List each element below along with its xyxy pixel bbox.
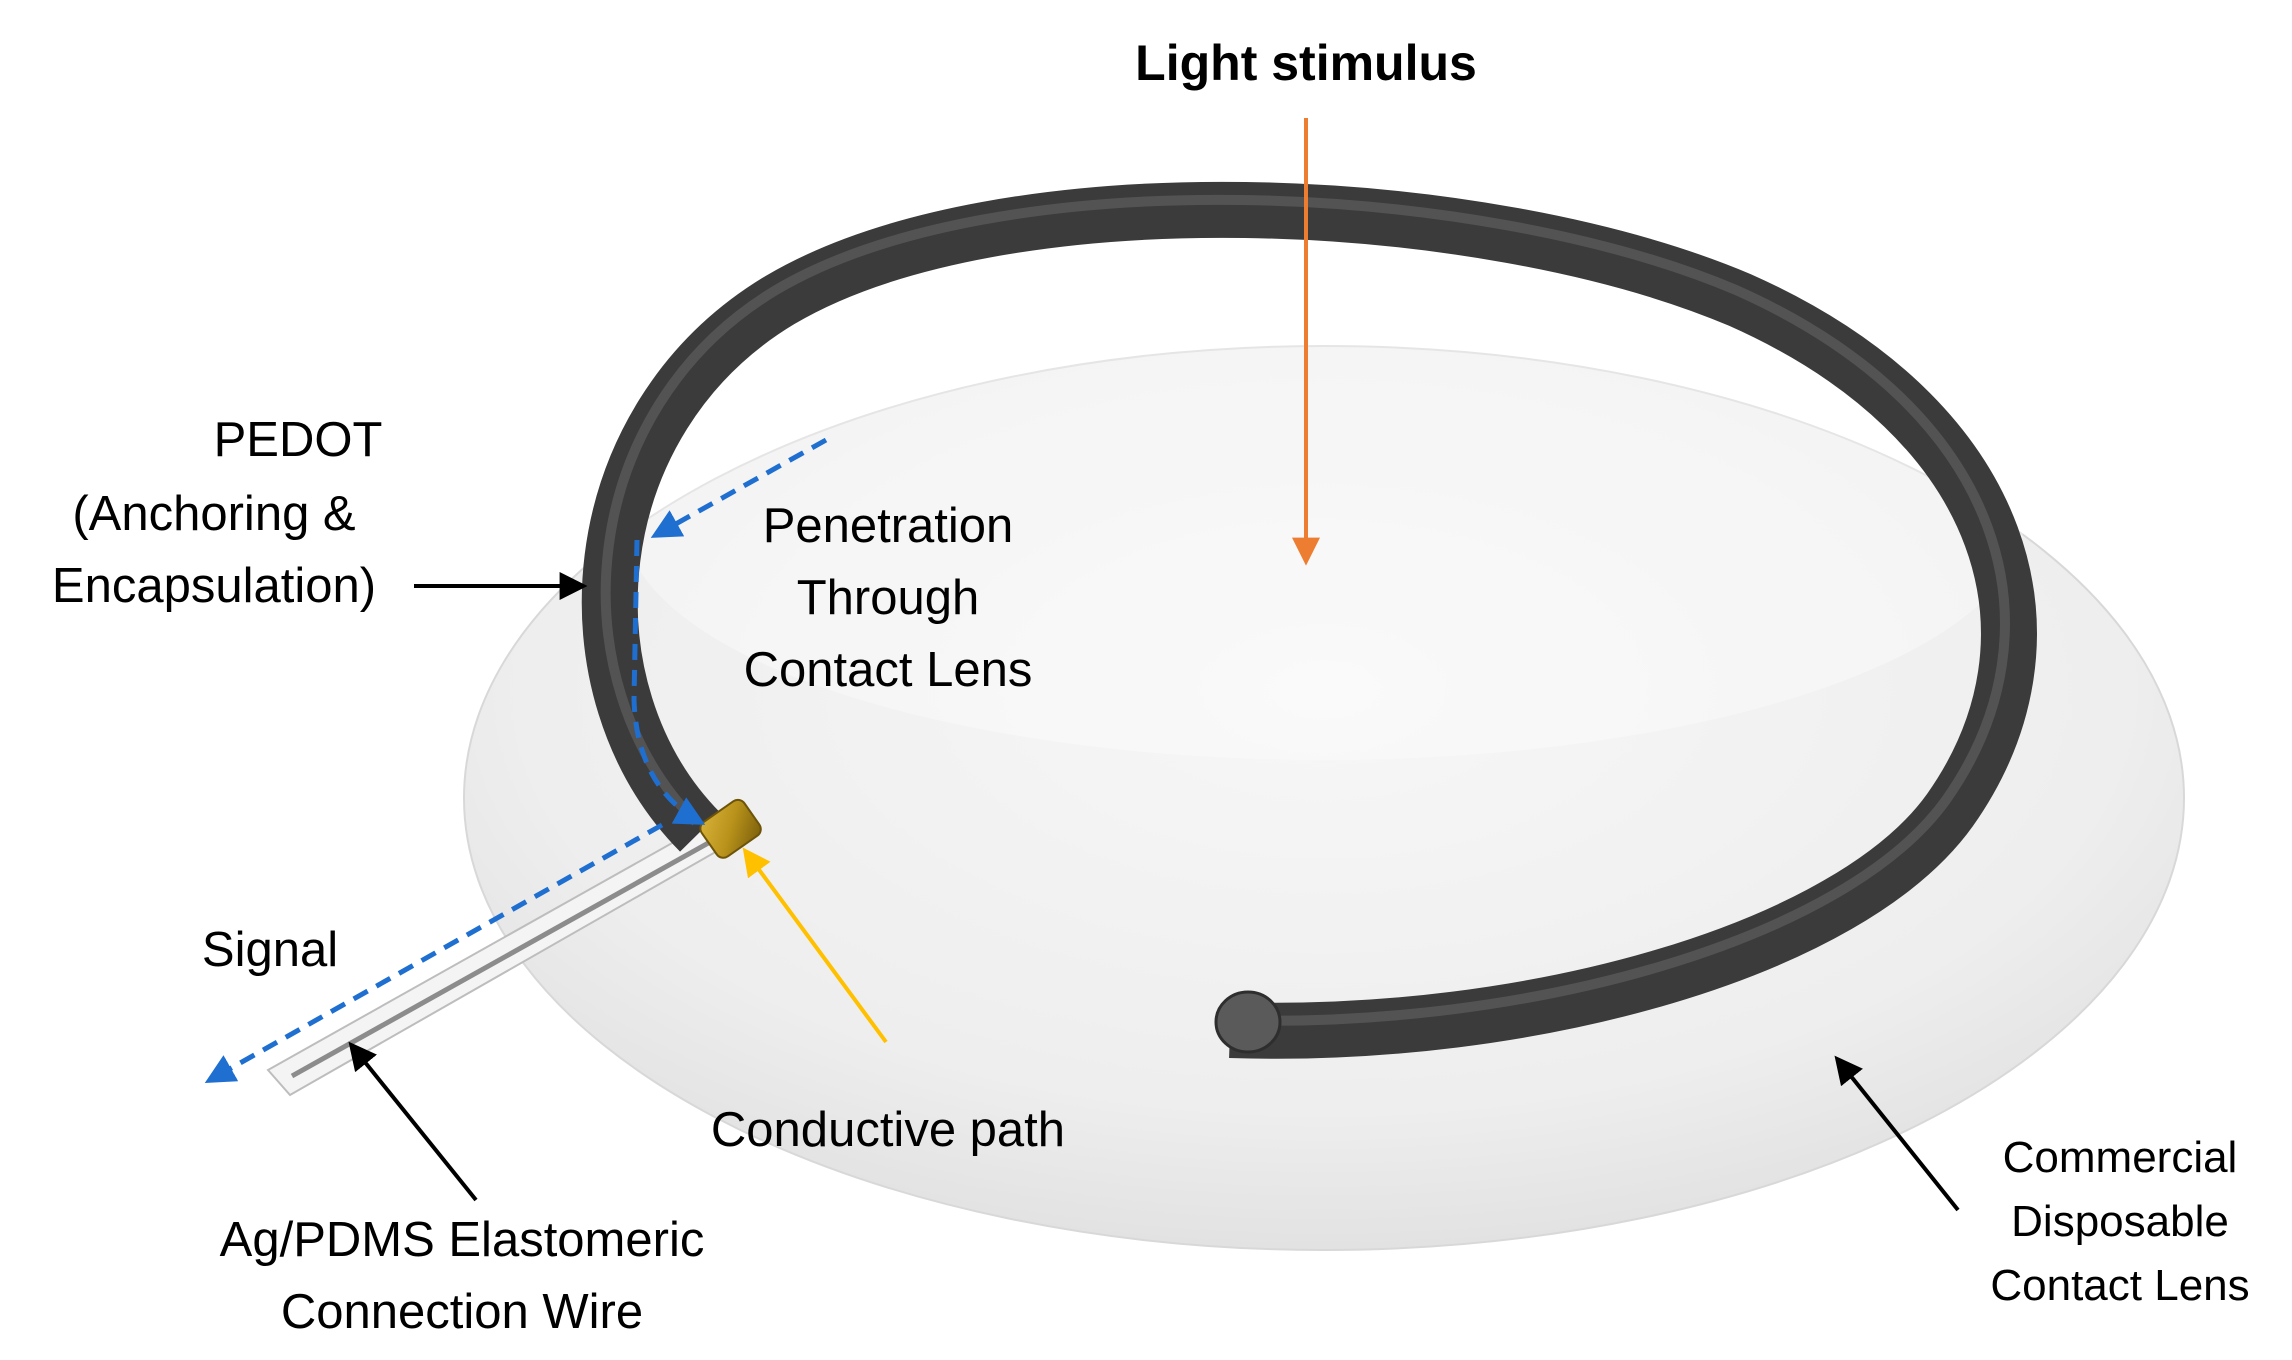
pedot-label: PEDOT (Anchoring & Encapsulation) <box>52 413 382 613</box>
pedot-ring <box>581 181 2037 1059</box>
lens-label-line-2: Disposable <box>2011 1197 2229 1246</box>
lens-label-line-3: Contact Lens <box>1990 1261 2249 1310</box>
signal-label: Signal <box>202 923 338 977</box>
conductive-path-label: Conductive path <box>711 1103 1065 1157</box>
contact-lens-shape <box>463 345 2185 1251</box>
signal-dashed-arrow <box>204 822 664 1083</box>
conductive-connector <box>699 798 762 859</box>
pedot-ring-end <box>1214 990 1282 1054</box>
penetration-label-line-1: Penetration <box>763 499 1014 553</box>
light-stimulus-label: Light stimulus <box>1135 35 1477 91</box>
pedot-label-line-3: Encapsulation) <box>52 559 376 613</box>
pedot-label-line-2: (Anchoring & <box>72 487 355 541</box>
wire-label-arrow <box>348 1041 478 1202</box>
contact-lens-highlight <box>624 280 2024 760</box>
pedot-ring-highlight <box>600 194 2010 1026</box>
lens-label-line-1: Commercial <box>2003 1133 2238 1182</box>
wire-label-line-1: Ag/PDMS Elastomeric <box>220 1213 705 1267</box>
wire-label: Ag/PDMS Elastomeric Connection Wire <box>220 1213 705 1339</box>
conductive-dashed-path <box>631 539 706 825</box>
penetration-label: Penetration Through Contact Lens <box>744 499 1033 697</box>
penetration-label-line-3: Contact Lens <box>744 643 1033 697</box>
pedot-label-line-1: PEDOT <box>214 413 383 467</box>
conductive-path-arrow <box>742 847 888 1044</box>
lens-label: Commercial Disposable Contact Lens <box>1990 1133 2249 1310</box>
penetration-label-line-2: Through <box>797 571 980 625</box>
wire-label-line-2: Connection Wire <box>281 1285 643 1339</box>
lens-label-arrow <box>1834 1055 1960 1212</box>
penetration-dashed-path <box>650 437 828 538</box>
